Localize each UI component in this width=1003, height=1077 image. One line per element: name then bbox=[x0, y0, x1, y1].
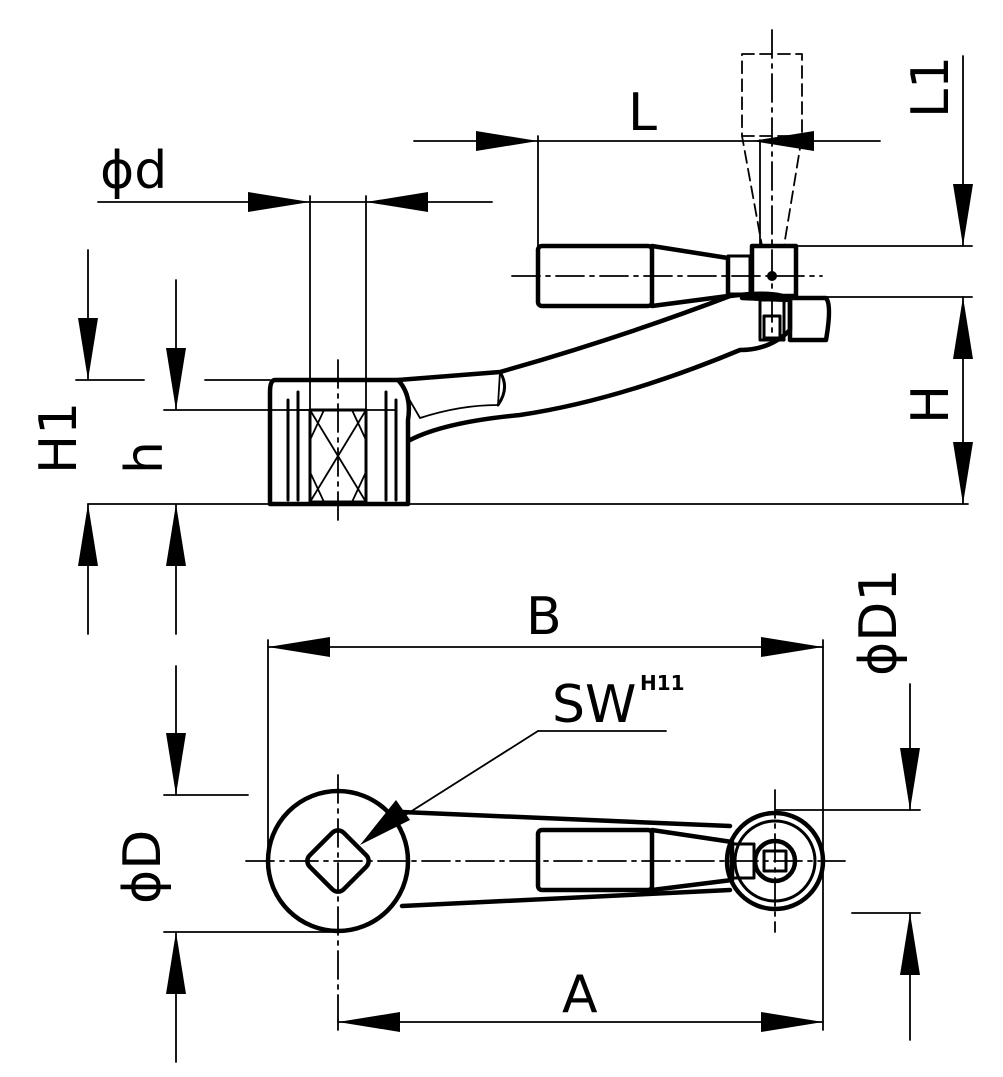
dim-h: h bbox=[115, 279, 311, 635]
label-phi-D: ϕD bbox=[113, 830, 173, 904]
label-L: L bbox=[628, 83, 657, 143]
dim-phi-D1: ϕD1 bbox=[775, 569, 921, 1041]
dim-SW: SW H11 bbox=[360, 671, 685, 845]
dim-L1: L1 bbox=[795, 55, 973, 359]
label-B: B bbox=[526, 587, 562, 647]
hub bbox=[267, 359, 412, 526]
label-h: h bbox=[115, 441, 175, 474]
label-SW-tolerance: H11 bbox=[640, 671, 685, 695]
dim-phi-d: ϕd bbox=[97, 141, 493, 411]
crank-arm bbox=[395, 291, 793, 443]
dim-L: L bbox=[413, 83, 881, 247]
label-A: A bbox=[562, 965, 598, 1025]
dim-H: H bbox=[901, 296, 973, 505]
label-phi-d: ϕd bbox=[100, 141, 167, 201]
dim-phi-D: ϕD bbox=[113, 665, 331, 1063]
side-view: ϕd L L1 H bbox=[29, 29, 973, 635]
label-H1: H1 bbox=[29, 402, 89, 474]
dim-A: A bbox=[337, 860, 824, 1032]
label-SW: SW bbox=[552, 675, 636, 735]
dim-H1: H1 bbox=[29, 249, 271, 635]
square-socket bbox=[305, 828, 371, 894]
grip-handle bbox=[511, 243, 832, 343]
folded-handle-phantom bbox=[741, 29, 803, 341]
label-H: H bbox=[901, 385, 961, 424]
label-L1: L1 bbox=[901, 56, 961, 118]
top-view: B SW H11 ϕD ϕD1 bbox=[113, 569, 921, 1063]
label-phi-D1: ϕD1 bbox=[849, 569, 909, 676]
dim-B: B bbox=[267, 587, 824, 862]
